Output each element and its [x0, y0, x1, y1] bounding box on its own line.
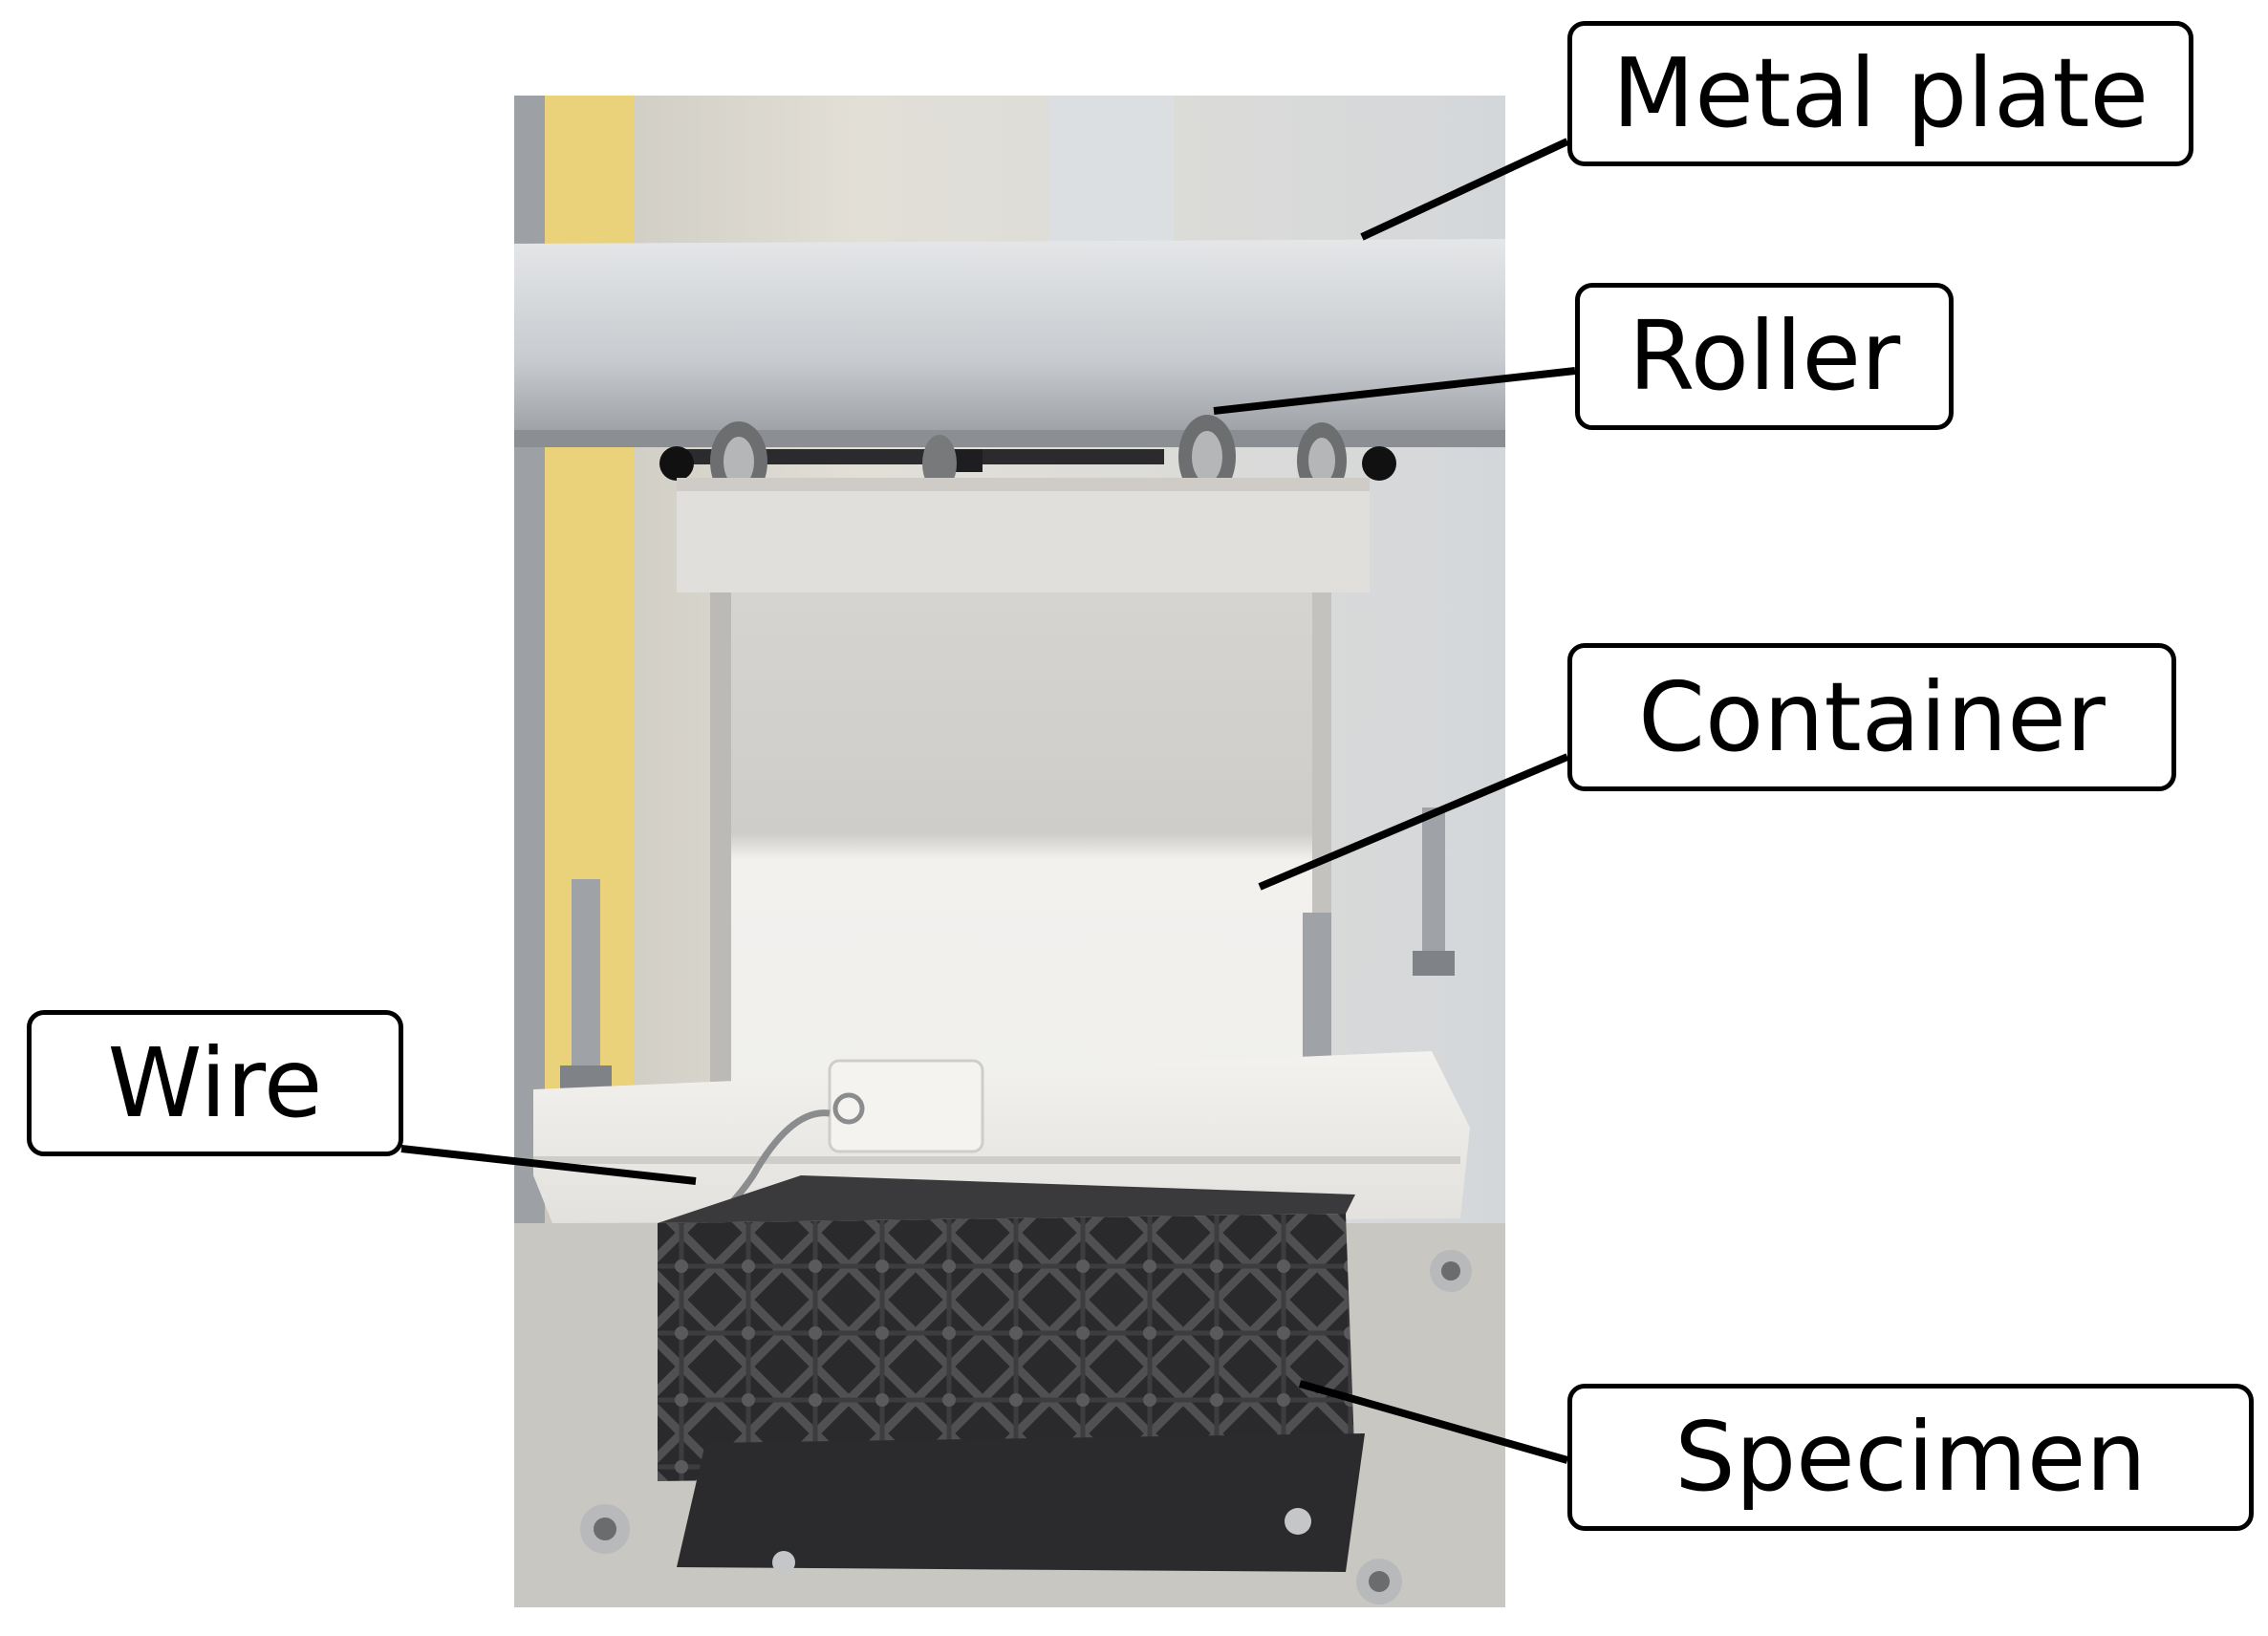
leader-metal-plate: [1360, 138, 1569, 241]
label-roller: Roller: [1575, 283, 1954, 430]
container-flange: [677, 478, 1370, 592]
label-specimen-text: Specimen: [1674, 1401, 2147, 1513]
leader-specimen: [1298, 1380, 1569, 1464]
specimen: [658, 1214, 1355, 1481]
label-roller-text: Roller: [1628, 300, 1901, 412]
label-wire-text: Wire: [107, 1026, 323, 1139]
metal-plate: [514, 239, 1505, 440]
leader-roller: [1213, 367, 1576, 415]
base-plate: [533, 1051, 1470, 1223]
photo: [514, 96, 1505, 1607]
container-body: [710, 592, 1331, 1128]
label-wire: Wire: [27, 1010, 403, 1156]
label-container: Container: [1567, 643, 2176, 791]
leader-wire: [400, 1145, 697, 1185]
leader-container: [1258, 753, 1569, 891]
label-metal-plate: Metal plate: [1567, 21, 2193, 166]
label-metal-plate-text: Metal plate: [1611, 37, 2149, 149]
label-container-text: Container: [1638, 660, 2106, 773]
label-specimen: Specimen: [1567, 1384, 2254, 1531]
